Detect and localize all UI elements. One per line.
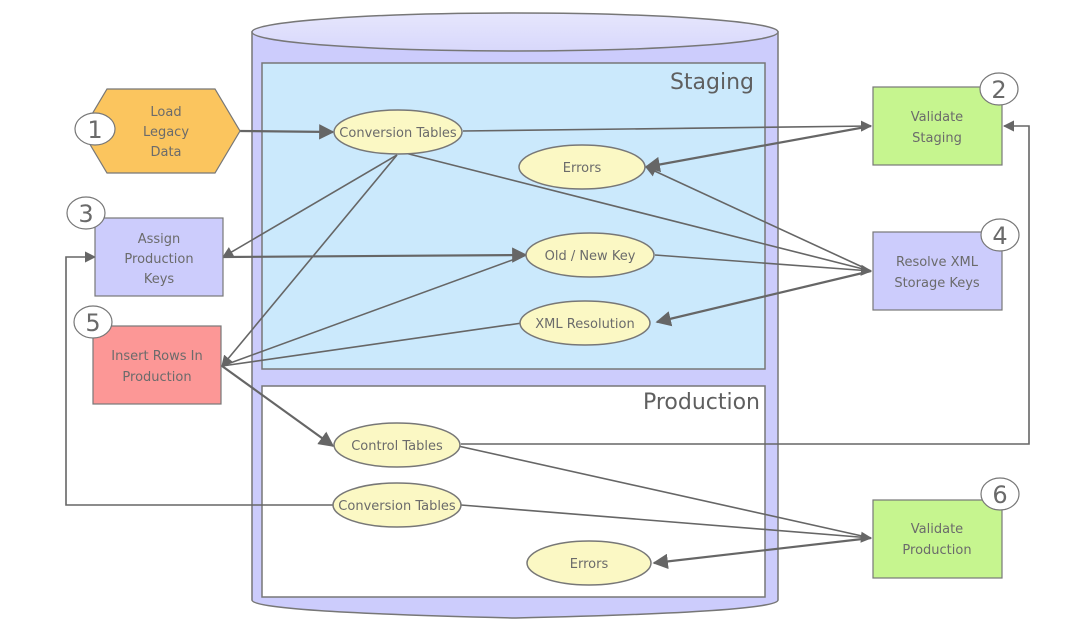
table-label: Errors [570,557,609,572]
box-shape [94,217,224,297]
step-label-line: Production [122,370,191,385]
step-label-line: Insert Rows In [111,349,202,364]
box-shape [872,499,1003,579]
connector-xml-resolution-to-insert-rows [221,322,523,367]
step-load-legacy-data[interactable]: Load Legacy Data 1 [74,88,241,174]
table-xml-resolution[interactable]: XML Resolution [519,300,651,346]
table-label: Errors [563,161,602,176]
step-assign-production-keys[interactable]: Assign Production Keys 3 [66,196,224,297]
step-label-line: Production [902,543,971,558]
connector-conversion-to-resolve-xml [404,152,872,272]
step-number: 6 [992,481,1007,509]
table-control-tables[interactable]: Control Tables [333,422,461,468]
table-label: Old / New Key [545,249,636,264]
step-label-line: Storage Keys [894,276,980,291]
connector-production-conversion-to-assign-keys [65,251,333,506]
connector-conversion-to-validate-staging [462,120,873,132]
step-resolve-xml-storage-keys[interactable]: Resolve XML Storage Keys 4 [872,218,1020,311]
table-production-errors[interactable]: Errors [526,540,652,586]
step-label-line: Data [150,145,181,160]
step-number-badge: 5 [73,305,113,339]
cylinder-top [251,12,779,52]
table-old-new-key[interactable]: Old / New Key [525,232,655,278]
connector-control-tables-to-validate-staging [461,120,1030,445]
step-number: 1 [87,116,102,144]
connector-validate-staging-to-errors [644,124,872,173]
connector-old-new-key-to-resolve-xml [654,254,873,276]
step-number-badge: 3 [66,196,106,230]
staging-title: Staging [670,70,754,95]
step-number-badge: 6 [980,477,1020,511]
box-shape [872,86,1003,166]
connector-insert-rows-to-control-tables [221,365,335,447]
step-number-badge: 4 [980,218,1020,252]
table-label: XML Resolution [535,317,634,332]
connector-old-new-key-to-insert-rows [221,254,527,367]
ellipse-shape [525,232,655,278]
connector-validate-production-to-errors [652,536,872,570]
step-validate-staging[interactable]: Validate Staging 2 [872,72,1019,166]
step-label-line: Keys [144,272,175,287]
connector-control-tables-to-validate-production [457,445,872,539]
connector-resolve-xml-to-errors [644,166,872,272]
table-production-conversion[interactable]: Conversion Tables [332,482,462,528]
connector-conversion-to-assign-keys [222,154,398,258]
ellipse-shape [333,109,463,155]
step-label-line: Staging [912,131,962,146]
step-number: 3 [78,200,93,228]
connector-production-conversion-to-validate-production [460,504,873,543]
step-label-line: Load [150,105,181,120]
ellipse-shape [333,422,461,468]
connectors [65,120,1030,570]
table-label: Conversion Tables [339,126,457,141]
connector-resolve-xml-to-xml-resolution [655,269,872,327]
box-shape [92,325,222,405]
step-label-line: Validate [911,522,963,537]
ellipse-shape [518,144,646,190]
connector-assign-keys-to-old-new-key [222,247,528,263]
connector-conversion-to-insert-rows [221,154,398,367]
step-label-line: Resolve XML [896,255,979,270]
step-label-line: Production [124,252,193,267]
ellipse-shape [526,540,652,586]
step-label-line: Validate [911,110,963,125]
table-staging-conversion[interactable]: Conversion Tables [333,109,463,155]
production-title: Production [643,390,760,415]
step-number: 5 [85,309,100,337]
step-insert-rows-in-production[interactable]: Insert Rows In Production 5 [73,305,222,405]
step-number: 4 [992,222,1007,250]
step-number-badge: 1 [74,112,116,146]
connector-load-to-conversion [239,124,335,140]
ellipse-shape [519,300,651,346]
step-label-line: Legacy [143,125,189,140]
box-shape [872,231,1003,311]
production-zone: Production [261,385,766,598]
table-staging-errors[interactable]: Errors [518,144,646,190]
step-number-badge: 2 [979,72,1019,106]
step-label-line: Assign [138,232,181,247]
table-label: Control Tables [351,439,443,454]
table-label: Conversion Tables [338,499,456,514]
step-validate-production[interactable]: Validate Production 6 [872,477,1020,579]
production-area [261,385,766,598]
step-number: 2 [991,76,1006,104]
ellipse-shape [332,482,462,528]
